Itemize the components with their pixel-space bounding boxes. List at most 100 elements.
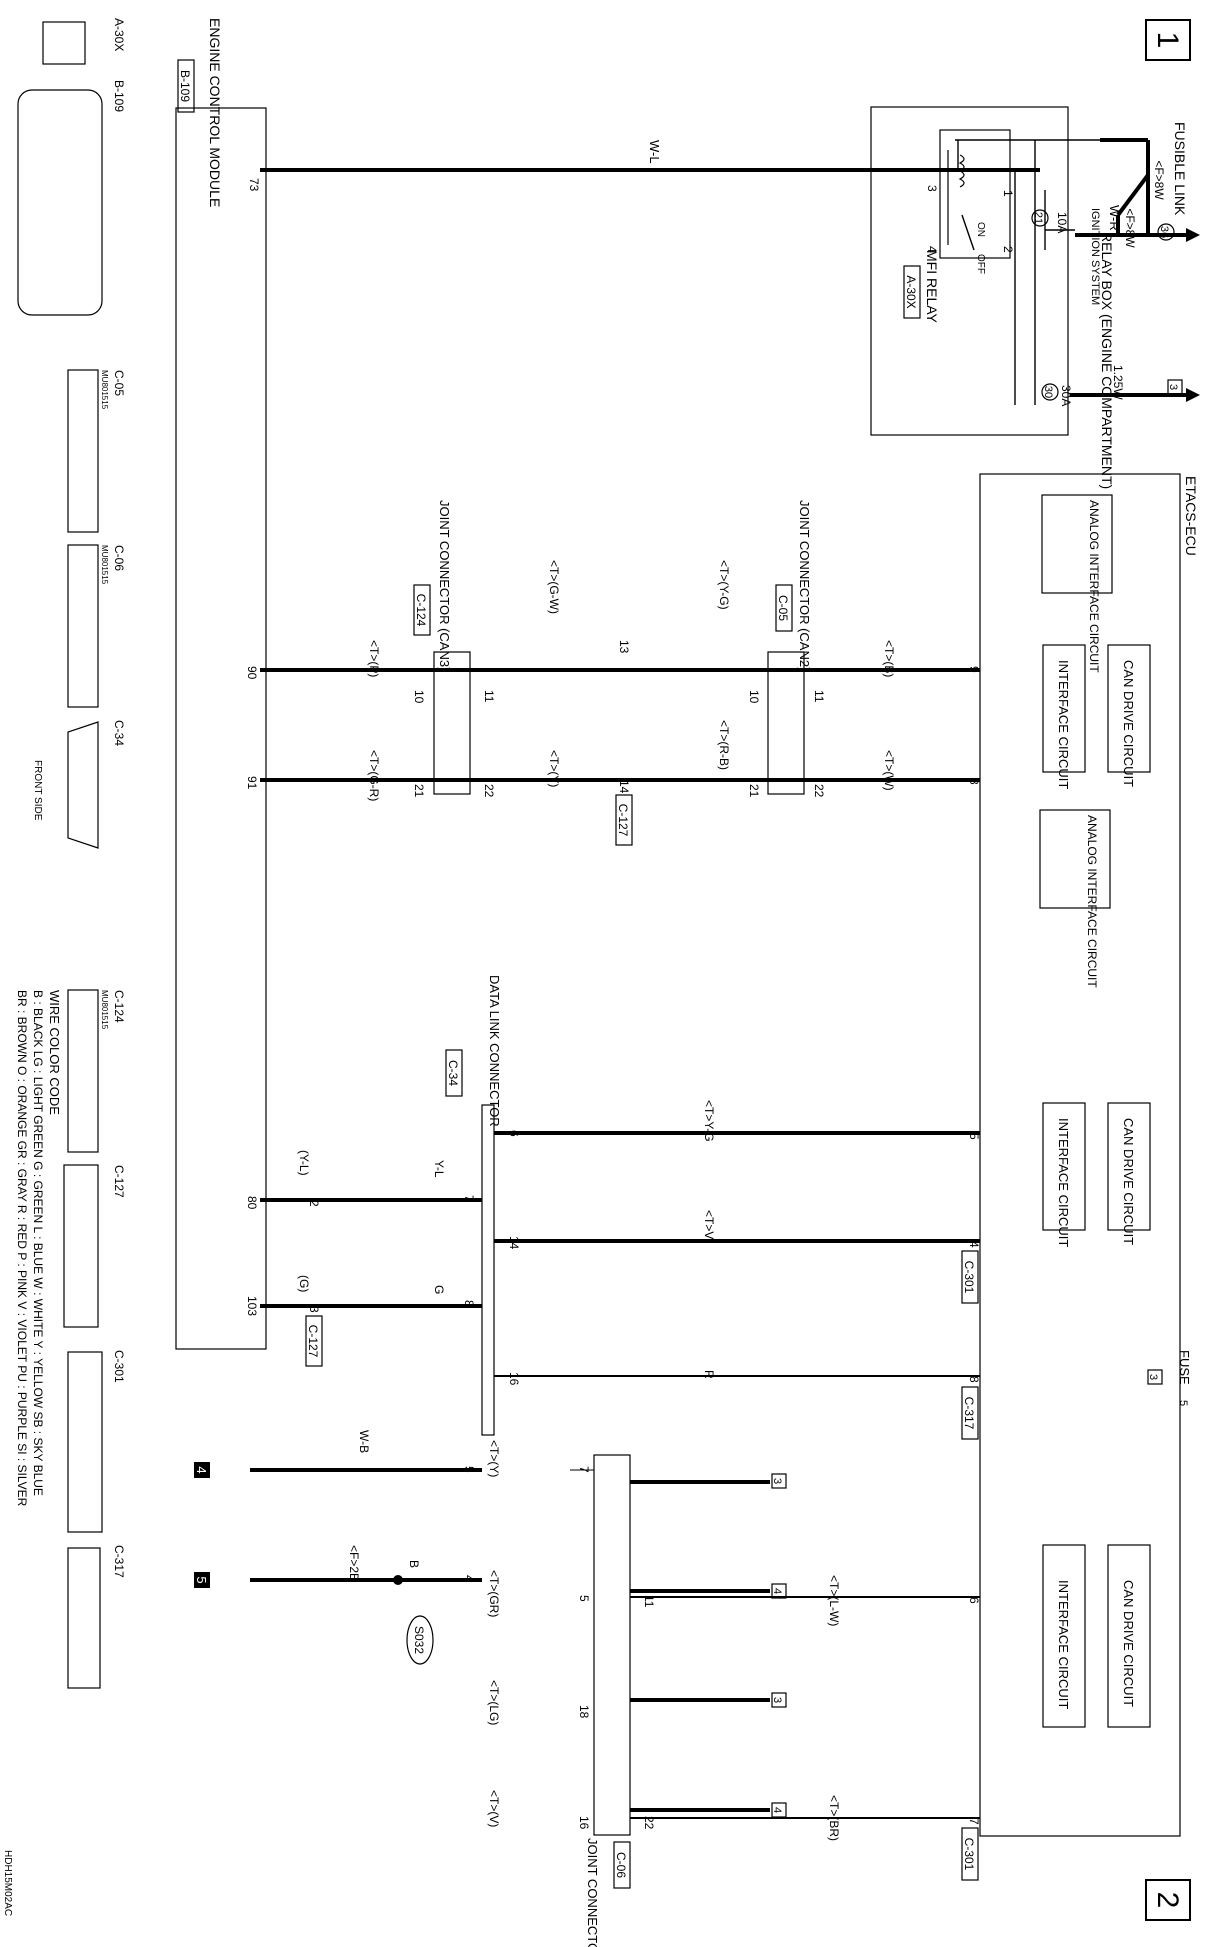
- joint-can1-connector-box: [613, 1841, 631, 1889]
- dlc-connector: C-34: [446, 1060, 460, 1086]
- analog-interface-2: [1039, 809, 1111, 909]
- wire-can1-7: <T>(Y): [487, 1440, 501, 1477]
- can-drive-3-label: CAN DRIVE CIRCUIT: [1121, 1580, 1136, 1707]
- fuse30-ref-box: [1167, 379, 1183, 395]
- fusible-link-number-circle: [1157, 223, 1175, 241]
- ground-4-label: 4: [194, 1466, 209, 1473]
- ref-16: 4: [771, 1807, 783, 1813]
- can3-pin-11: 11: [482, 690, 496, 703]
- fuse5-label: FUSE: [1177, 1350, 1192, 1385]
- fusible-link-wire-right: <F>8W: [1123, 208, 1137, 248]
- ecm-pin-90: 90: [245, 666, 259, 680]
- wire-can2-21: <T>(R-B): [717, 720, 731, 770]
- wire-w8: <T>(W): [882, 750, 896, 791]
- wire-can1-5: <T>(GR): [487, 1570, 501, 1617]
- can-drive-3: [1107, 1544, 1151, 1728]
- connector-c34: C-34: [112, 720, 126, 746]
- can2-pin-22: 22: [812, 784, 826, 798]
- fuse21-amp: 10A: [1055, 212, 1069, 233]
- can1-pin-16: 16: [577, 1816, 591, 1830]
- can2-pin-11: 11: [812, 690, 826, 703]
- c317-box: [961, 1386, 979, 1440]
- ignition-wire-label: W-R: [1107, 205, 1122, 231]
- ground-4-box: [194, 1462, 210, 1478]
- connector-c34-shape: [67, 721, 99, 849]
- connector-b109: B-109: [112, 80, 126, 112]
- fuse30-number: 30: [1042, 386, 1054, 398]
- c127-pin-14: 14: [617, 780, 631, 794]
- c301-box-a: [961, 1250, 979, 1304]
- mfi-relay-box: [939, 129, 1011, 259]
- connector-c06: C-06: [112, 545, 126, 571]
- joint-can2-label: JOINT CONNECTOR (CAN2): [797, 500, 812, 671]
- etacs-pin-6: 6: [967, 1597, 981, 1604]
- wire-dlc6: <T>Y-G: [702, 1100, 716, 1142]
- joint-can3-label: JOINT CONNECTOR (CAN3): [437, 500, 452, 671]
- ecm-label: ENGINE CONTROL MODULE: [207, 18, 223, 207]
- data-link-connector: [481, 1104, 495, 1436]
- dlc-label: DATA LINK CONNECTOR: [487, 975, 502, 1127]
- ground-5-box: [194, 1572, 210, 1588]
- c317-label: C-317: [962, 1397, 976, 1430]
- ecm-connector-box: [177, 59, 195, 113]
- c301-box-b: [961, 1827, 979, 1881]
- can3-pin-22: 22: [482, 784, 496, 798]
- ref-18-box: [771, 1692, 787, 1708]
- fuse5-ref-box: [1147, 1369, 1163, 1385]
- splice-dot: [393, 1575, 403, 1585]
- connector-c05-part: MU801515: [100, 370, 109, 410]
- wire-can3-22: <T>(Y): [547, 750, 561, 787]
- ref-5: 4: [771, 1588, 783, 1594]
- connector-a30x-shape: [42, 21, 86, 65]
- mfi-relay-connector-box: [903, 265, 921, 319]
- ecm-pin-103: 103: [245, 1296, 259, 1316]
- analog-interface-1-label: ANALOG INTERFACE CIRCUIT: [1087, 500, 1101, 673]
- fuse30-ref: 3: [1167, 384, 1179, 390]
- ground-5-label: 5: [194, 1576, 209, 1583]
- page-number-box-bottom: [1145, 1879, 1191, 1921]
- dlc-pin-8: 8: [462, 1300, 476, 1307]
- wire-can1-16: <T>(V): [487, 1790, 501, 1827]
- splice-s032: [406, 1615, 434, 1665]
- joint-can2-connector-box: [775, 584, 793, 632]
- dlc-connector-box: [445, 1049, 463, 1097]
- fusible-link-wire-top: <F>8W: [1152, 160, 1166, 200]
- wire-can3-11: <T>(G-W): [547, 560, 561, 614]
- can2-pin-21: 21: [747, 784, 761, 798]
- ref-18: 3: [771, 1697, 783, 1703]
- dlc-pin-14: 14: [507, 1236, 521, 1250]
- ref-16-box: [771, 1802, 787, 1818]
- relay-off-label: OFF: [975, 254, 986, 274]
- ecm-pin-80: 80: [245, 1196, 259, 1210]
- joint-can3: [433, 651, 471, 795]
- joint-can2: [767, 651, 805, 795]
- wire-103: (G): [297, 1275, 311, 1292]
- ecm-connector: B-109: [178, 70, 192, 102]
- joint-can3-connector: C-124: [414, 594, 428, 627]
- analog-interface-2-label: ANALOG INTERFACE CIRCUIT: [1085, 815, 1099, 988]
- connector-c317-shape: [67, 1547, 101, 1689]
- joint-can1-label: JOINT CONNECTOR (CAN1): [585, 1838, 600, 1947]
- etacs-pin-4: 4: [967, 1241, 981, 1248]
- wire-dlc4: B: [407, 1560, 421, 1568]
- relay-pin-4: 4: [925, 246, 939, 253]
- page-number-box-top: [1145, 19, 1191, 61]
- interface-2-label: INTERFACE CIRCUIT: [1056, 1118, 1071, 1247]
- connector-b109-shape: [17, 89, 103, 316]
- relay-on-label: ON: [975, 222, 986, 237]
- joint-can2-connector: C-05: [776, 595, 790, 621]
- c127-label: C-127: [616, 804, 630, 837]
- wire-dlc14: <T>V: [702, 1210, 716, 1239]
- etacs-pin-8b: 8: [967, 1376, 981, 1383]
- ref-7-box: [771, 1473, 787, 1489]
- etacs-label: ETACS-ECU: [1183, 476, 1199, 556]
- connector-c317: C-317: [112, 1545, 126, 1578]
- c127-pin-13: 13: [617, 640, 631, 654]
- analog-interface-1: [1041, 494, 1113, 594]
- interface-2: [1042, 1102, 1086, 1231]
- can1-pin-5: 5: [577, 1595, 591, 1602]
- mfi-relay-label: MFI RELAY: [924, 250, 940, 324]
- joint-can3-connector-box: [413, 584, 431, 636]
